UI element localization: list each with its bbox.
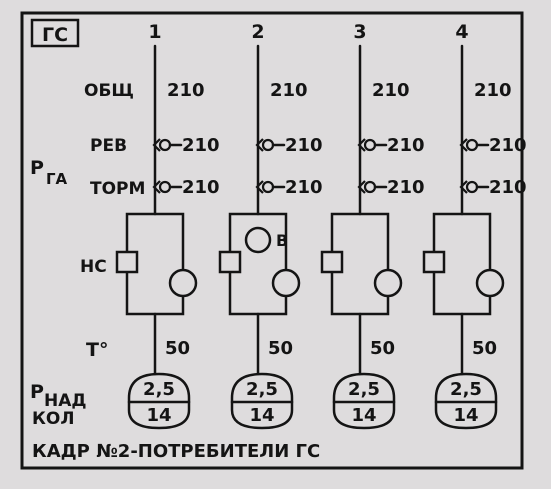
v-valve-icon xyxy=(244,226,272,254)
valve-ball-icon xyxy=(261,180,275,194)
gauge-top-value: 2,5 xyxy=(143,379,175,400)
pump-icon xyxy=(115,250,139,274)
check-valve-icon xyxy=(152,180,161,194)
gauge-top-value: 2,5 xyxy=(450,379,482,400)
motor-icon xyxy=(475,268,505,298)
gauge-bottom-value: 14 xyxy=(453,405,478,426)
value-rev: 210 xyxy=(387,135,425,156)
value-obsch: 210 xyxy=(372,80,410,101)
label-kol: КОЛ xyxy=(32,409,74,429)
value-temp: 50 xyxy=(268,338,293,359)
gauge-body xyxy=(127,372,191,430)
pump-icon xyxy=(422,250,446,274)
gauge-top-value: 2,5 xyxy=(348,379,380,400)
value-torm: 210 xyxy=(285,177,323,198)
check-valve-icon xyxy=(152,138,161,152)
value-obsch: 210 xyxy=(270,80,308,101)
value-torm: 210 xyxy=(489,177,527,198)
value-temp: 50 xyxy=(472,338,497,359)
check-valve-icon xyxy=(357,180,366,194)
gauge-body xyxy=(434,372,498,430)
motor-icon xyxy=(373,268,403,298)
frame-caption: КАДР №2-ПОТРЕБИТЕЛИ ГС xyxy=(32,441,320,462)
consumer-column-4: 4 210 210 210 50 2,5 14 xyxy=(422,21,527,430)
gauge-body xyxy=(230,372,294,430)
label-p-ga-sub: ГА xyxy=(46,170,68,188)
pump-icon xyxy=(320,250,344,274)
valve-ball-icon xyxy=(465,138,479,152)
label-ns: НС xyxy=(80,257,107,277)
valve-ball-icon xyxy=(465,180,479,194)
value-obsch: 210 xyxy=(167,80,205,101)
gauge-bottom-value: 14 xyxy=(351,405,376,426)
value-rev: 210 xyxy=(285,135,323,156)
label-p-ga-main: Р xyxy=(30,157,44,179)
consumer-column-3: 3 210 210 210 50 2,5 14 xyxy=(320,21,425,430)
value-rev: 210 xyxy=(182,135,220,156)
gauge-top-value: 2,5 xyxy=(246,379,278,400)
outer-frame xyxy=(20,11,524,470)
check-valve-icon xyxy=(255,138,264,152)
consumer-column-2: 2 210 210 210 50 2,5 14 xyxy=(218,21,323,430)
pump-icon xyxy=(218,250,242,274)
valve-ball-icon xyxy=(261,138,275,152)
valve-ball-icon xyxy=(158,138,172,152)
column-number: 1 xyxy=(148,21,161,43)
valve-ball-icon xyxy=(158,180,172,194)
check-valve-icon xyxy=(459,180,468,194)
value-torm: 210 xyxy=(182,177,220,198)
value-rev: 210 xyxy=(489,135,527,156)
system-label: ГС xyxy=(42,24,68,46)
value-temp: 50 xyxy=(370,338,395,359)
motor-icon xyxy=(168,268,198,298)
gauge-bottom-value: 14 xyxy=(146,405,171,426)
column-number: 3 xyxy=(353,21,366,43)
label-obsch: ОБЩ xyxy=(84,81,134,101)
valve-ball-icon xyxy=(363,138,377,152)
system-label-box xyxy=(30,18,80,48)
label-p-nad-main: Р xyxy=(30,381,44,403)
column-number: 4 xyxy=(455,21,468,43)
consumer-columns: 1 210 210 210 50 2,5 14 2 210 210 210 50 2,5 14 3 210 21… xyxy=(115,21,527,430)
check-valve-icon xyxy=(459,138,468,152)
value-obsch: 210 xyxy=(474,80,512,101)
consumer-column-1: 1 210 210 210 50 2,5 14 xyxy=(115,21,220,430)
label-rev: РЕВ xyxy=(90,136,127,156)
gauge-body xyxy=(332,372,396,430)
value-temp: 50 xyxy=(165,338,190,359)
label-p-nad-sub: НАД xyxy=(44,391,87,411)
check-valve-icon xyxy=(357,138,366,152)
value-torm: 210 xyxy=(387,177,425,198)
check-valve-icon xyxy=(255,180,264,194)
label-temp: Т° xyxy=(86,339,108,361)
gauge-bottom-value: 14 xyxy=(249,405,274,426)
motor-icon xyxy=(271,268,301,298)
column-number: 2 xyxy=(251,21,264,43)
valve-ball-icon xyxy=(363,180,377,194)
label-torm: ТОРМ xyxy=(90,179,145,199)
